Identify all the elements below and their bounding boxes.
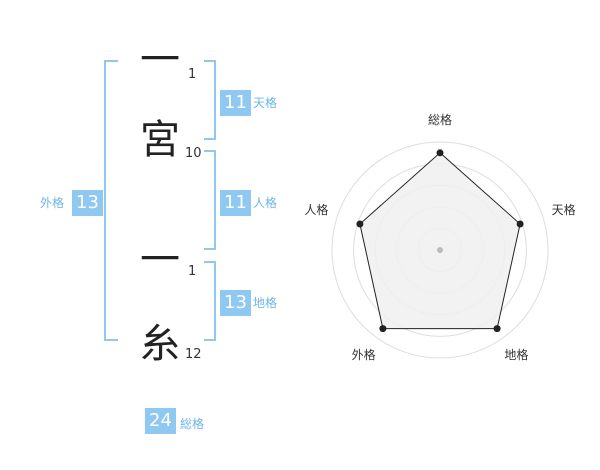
gaikaku-badge: 13 bbox=[72, 190, 103, 216]
radar-axis-label-4: 人格 bbox=[304, 202, 328, 217]
chikaku-badge: 13 bbox=[220, 290, 251, 316]
radar-polygon bbox=[359, 152, 521, 330]
jinkaku-badge: 11 bbox=[220, 190, 251, 216]
radar-point-0 bbox=[436, 149, 444, 157]
chikaku-label: 地格 bbox=[253, 296, 278, 310]
radar-point-2 bbox=[493, 325, 501, 333]
jinkaku-bracket bbox=[204, 150, 216, 250]
radar-point-1 bbox=[516, 220, 524, 228]
name-char-1: 一 bbox=[140, 37, 180, 83]
radar-axis-label-1: 天格 bbox=[552, 202, 576, 217]
stroke-count-3: 1 bbox=[188, 264, 197, 279]
stroke-count-1: 1 bbox=[188, 67, 197, 82]
tenkaku-badge: 11 bbox=[220, 90, 251, 116]
name-char-3: 一 bbox=[140, 237, 180, 283]
name-char-4: 糸 bbox=[140, 321, 180, 367]
radar-point-4 bbox=[356, 220, 364, 228]
tenkaku-bracket bbox=[204, 60, 216, 140]
gaikaku-label: 外格 bbox=[40, 196, 65, 210]
radar-point-3 bbox=[379, 325, 387, 333]
soukaku-label: 総格 bbox=[180, 417, 205, 431]
radar-axis-label-3: 外格 bbox=[352, 347, 376, 362]
stroke-count-2: 10 bbox=[185, 146, 202, 161]
gaikaku-bracket bbox=[104, 60, 118, 341]
soukaku-badge: 24 bbox=[145, 408, 176, 434]
name-char-2: 宮 bbox=[140, 117, 180, 163]
radar-axis-label-2: 地格 bbox=[504, 347, 528, 362]
stroke-count-4: 12 bbox=[185, 347, 202, 362]
radar-axis-label-0: 総格 bbox=[428, 112, 452, 127]
tenkaku-label: 天格 bbox=[253, 96, 278, 110]
radar-center-dot bbox=[437, 247, 443, 253]
chikaku-bracket bbox=[204, 261, 216, 341]
jinkaku-label: 人格 bbox=[253, 196, 278, 210]
radar-points bbox=[356, 149, 524, 333]
